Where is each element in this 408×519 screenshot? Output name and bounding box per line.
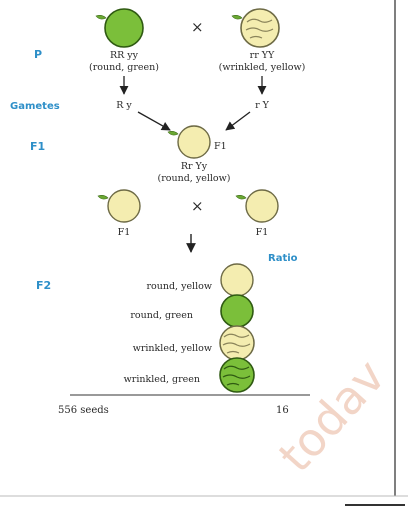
f2-row-3-label: wrinkled, yellow <box>133 343 212 354</box>
parent-left-genotype: RR yy <box>110 50 139 61</box>
label-f2: F2 <box>36 279 51 292</box>
f1-phenotype: (round, yellow) <box>158 173 231 184</box>
cross-symbol-f1: × <box>191 197 204 215</box>
ratio-header: Ratio <box>268 253 298 264</box>
f1-genotype: Rr Yy <box>181 161 208 172</box>
f1-cross-seed-left <box>97 189 141 223</box>
f2-seed-wrinkled-yellow <box>219 325 255 361</box>
gamete-left: R y <box>116 100 132 111</box>
f2-total-seeds: 556 seeds <box>58 405 109 416</box>
f2-row-4-label: wrinkled, green <box>124 374 200 385</box>
f2-row-1-label: round, yellow <box>146 281 212 292</box>
f1-cross-right-label: F1 <box>256 227 269 238</box>
label-gametes: Gametes <box>10 101 60 112</box>
cross-symbol-p: × <box>191 18 204 36</box>
f1-cross-left-label: F1 <box>118 227 131 238</box>
parent-right-genotype: rr YY <box>250 50 275 61</box>
f2-seed-round-yellow <box>220 263 254 297</box>
arrow-gamete-right-to-f1 <box>225 111 251 131</box>
f1-cross-seed-right <box>235 189 279 223</box>
f2-seed-round-green <box>220 294 254 328</box>
gamete-right: r Y <box>255 100 270 111</box>
parent-right-phenotype: (wrinkled, yellow) <box>219 62 306 73</box>
f2-ratio-total: 16 <box>276 405 289 416</box>
label-f1: F1 <box>30 140 45 153</box>
f1-seed-round-yellow <box>167 125 211 159</box>
f2-row-2-label: round, green <box>130 310 193 321</box>
f2-seed-wrinkled-green <box>219 357 255 393</box>
parent-seed-round-green <box>95 8 144 48</box>
label-p: P <box>34 48 42 61</box>
arrow-gamete-left-to-f1 <box>137 111 171 131</box>
f1-seed-label: F1 <box>214 141 227 152</box>
parent-left-phenotype: (round, green) <box>89 62 159 73</box>
parent-seed-wrinkled-yellow <box>231 8 280 48</box>
